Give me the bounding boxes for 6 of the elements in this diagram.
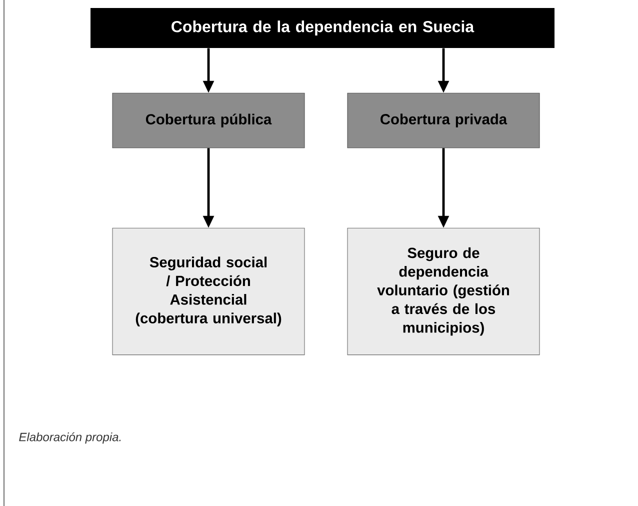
title-bar: Cobertura de la dependencia en Suecia — [90, 8, 554, 48]
detail-box: Seguro de dependencia voluntario (gestión a través de los municipios) — [347, 228, 540, 356]
detail-box: Seguridad social / Protección Asistencial (cobertura universal) — [112, 228, 305, 356]
caption: Elaboración propia. — [19, 432, 121, 444]
category-box: Cobertura privada — [347, 92, 540, 148]
category-box: Cobertura pública — [112, 92, 305, 148]
